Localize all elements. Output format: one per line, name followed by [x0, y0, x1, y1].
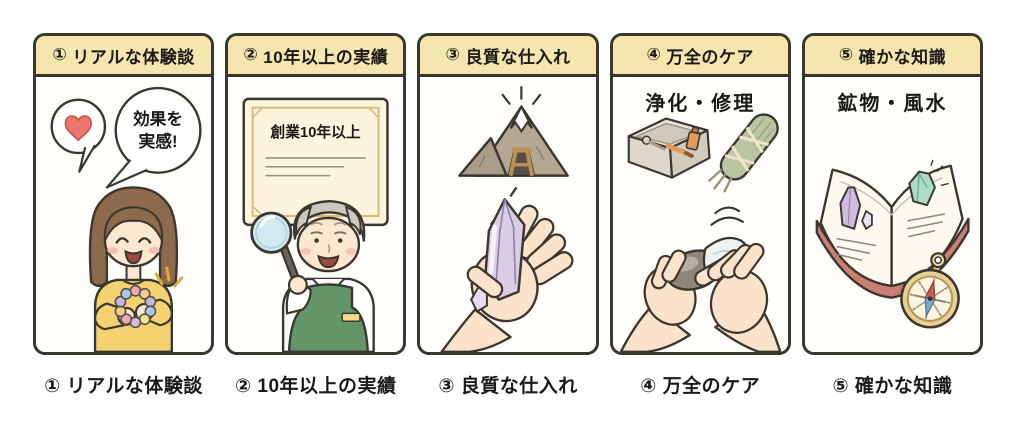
panel-4-illustration: 浄化・修理: [613, 77, 788, 352]
care-sub-label: 浄化・修理: [645, 93, 756, 115]
caption-5: ⑤ 確かな知識: [832, 376, 953, 397]
certificate-icon: 創業10年以上: [242, 97, 389, 227]
panel-5-header: ⑤ 確かな知識: [804, 36, 981, 77]
panels-row: ① リアルな体験談 効果を 実感!: [0, 33, 1016, 355]
mine-mountain-icon: [458, 104, 570, 177]
hand-holding-crystal: [440, 198, 574, 352]
crystal-icon: [484, 198, 526, 301]
elderly-shopkeeper: [282, 200, 376, 352]
caption-2: ② 10年以上の実績: [235, 376, 397, 397]
hands-polishing-stone: [619, 236, 782, 352]
green-crystal-icon: [908, 159, 949, 207]
panel-3-number: ③: [445, 45, 461, 64]
care-scene: [619, 113, 782, 352]
panel-2-number: ②: [243, 45, 259, 64]
speech-bubble-icon: 効果を 実感!: [105, 86, 202, 189]
panel-2-title: 10年以上の実績: [263, 47, 389, 67]
motion-lines-icon: [709, 206, 744, 226]
panel-reliable-knowledge: ⑤ 確かな知識 鉱物・風水: [801, 33, 984, 355]
panel-4-number: ④: [646, 45, 662, 64]
panel-1-header: ① リアルな体験談: [36, 36, 212, 77]
certificate-text: 創業10年以上: [271, 123, 361, 141]
woman-testimonial-scene: 効果を 実感!: [50, 86, 202, 352]
panel-2-header: ② 10年以上の実績: [228, 36, 404, 77]
beaded-bracelet-icon: [114, 284, 157, 329]
panel-3-illustration: [420, 77, 595, 352]
captions-row: ① リアルな体験談 ② 10年以上の実績 ③ 良質な仕入れ ④ 万全のケア ⑤ …: [0, 371, 1016, 398]
panel-3-header: ③ 良質な仕入れ: [420, 36, 596, 77]
heart-speech-bubble-icon: [50, 98, 107, 173]
magnifying-glass-icon: [250, 211, 309, 295]
panel-4-title: 万全のケア: [666, 47, 754, 67]
caption-4: ④ 万全のケア: [640, 376, 761, 397]
panel-complete-care: ④ 万全のケア 浄化・修理: [609, 33, 791, 355]
bubble-text-line1: 効果を: [133, 108, 183, 128]
caption-3: ③ 良質な仕入れ: [438, 376, 578, 397]
care-kit-icon: [627, 117, 711, 179]
panel-quality-sourcing: ③ 良質な仕入れ: [417, 33, 599, 355]
sparkle-icon: [154, 266, 184, 288]
knowledge-sub-label: 鉱物・風水: [837, 93, 948, 115]
sage-bundle-icon: [707, 113, 779, 193]
panel-1-title: リアルな体験談: [72, 47, 195, 67]
bubble-text-line2: 実感!: [139, 131, 178, 151]
panel-2-illustration: 創業10年以上: [228, 77, 403, 352]
knowledge-scene: [815, 159, 970, 329]
purple-crystal-icon: [839, 186, 873, 231]
panel-track-record: ② 10年以上の実績 創業10年以上: [225, 33, 407, 355]
shopkeeper-scene: 創業10年以上: [242, 97, 389, 352]
sparkle-icon: [502, 85, 542, 105]
panel-4-header: ④ 万全のケア: [612, 36, 788, 77]
caption-1: ① リアルな体験談: [44, 376, 203, 397]
compass-icon: [899, 252, 960, 329]
panel-1-illustration: 効果を 実感!: [36, 77, 211, 352]
panel-real-testimonials: ① リアルな体験談 効果を 実感!: [33, 33, 215, 355]
crystal-sourcing-scene: [440, 85, 574, 352]
panel-5-illustration: 鉱物・風水: [805, 77, 980, 352]
panel-5-title: 確かな知識: [858, 47, 947, 67]
panel-3-title: 良質な仕入れ: [465, 47, 571, 67]
thumb: [467, 265, 504, 299]
heart-icon: [64, 115, 93, 142]
panel-5-number: ⑤: [838, 45, 854, 64]
panel-1-number: ①: [52, 45, 68, 64]
name-tag-icon: [341, 312, 361, 323]
